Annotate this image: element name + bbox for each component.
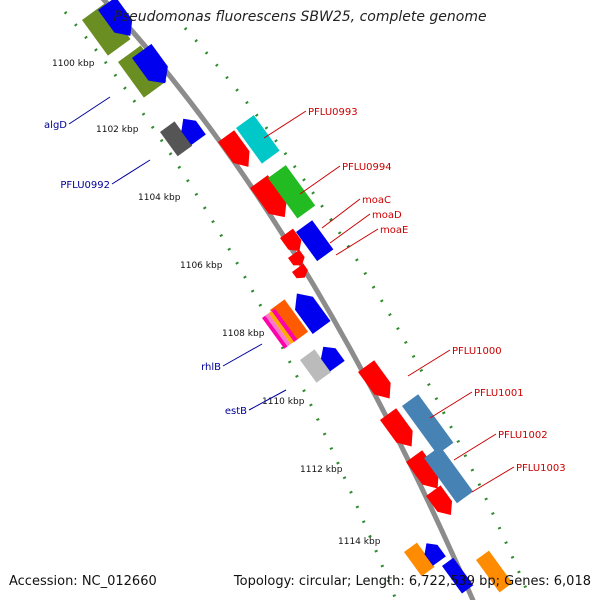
gene-label: moaD bbox=[372, 210, 402, 221]
label-leader-line bbox=[321, 198, 361, 229]
gene-label: PFLU1002 bbox=[498, 430, 548, 441]
gene-label: PFLU0993 bbox=[308, 107, 358, 118]
gene-feature bbox=[270, 299, 309, 343]
gene-label: PFLU0994 bbox=[342, 162, 392, 173]
gene-feature bbox=[132, 43, 168, 84]
tick-label: 1114 kbp bbox=[338, 537, 381, 547]
gene-label: estB bbox=[225, 406, 247, 417]
label-leader-line bbox=[335, 228, 379, 256]
gene-feature bbox=[160, 121, 193, 157]
gene-feature bbox=[218, 130, 250, 167]
label-leader-line bbox=[222, 343, 263, 367]
gene-feature bbox=[426, 485, 453, 515]
gene-feature bbox=[442, 557, 474, 594]
gene-label: moaE bbox=[380, 225, 408, 236]
gene-label: PFLU1003 bbox=[516, 463, 566, 474]
gene-labels: PFLU0993PFLU0994moaCmoaDmoaEPFLU1000PFLU… bbox=[44, 107, 566, 474]
label-leader-line bbox=[263, 110, 307, 139]
tick-labels: 1100 kbp 1102 kbp 1104 kbp 1106 kbp 1108 kbp… bbox=[52, 59, 381, 547]
gene-feature bbox=[300, 349, 332, 383]
gene-feature bbox=[476, 550, 513, 593]
gene-feature bbox=[295, 293, 331, 334]
gene-label: rhlB bbox=[201, 362, 221, 373]
tick-dot-line bbox=[183, 27, 533, 600]
gene-feature bbox=[358, 360, 391, 399]
label-leader-line bbox=[111, 159, 151, 185]
tick-label: 1106 kbp bbox=[180, 261, 223, 271]
map-title: Pseudomonas fluorescens SBW25, complete … bbox=[113, 9, 487, 25]
gene-feature bbox=[380, 408, 413, 447]
label-leader-line bbox=[407, 349, 451, 377]
gene-feature bbox=[296, 220, 334, 262]
gene-feature bbox=[424, 543, 446, 566]
gene-label: moaC bbox=[362, 195, 391, 206]
gene-feature bbox=[424, 446, 474, 504]
label-leader-line bbox=[453, 433, 497, 461]
gene-label: PFLU1001 bbox=[474, 388, 524, 399]
gene-feature bbox=[236, 115, 280, 164]
tick-label: 1102 kbp bbox=[96, 125, 139, 135]
gene-feature bbox=[262, 308, 298, 349]
accession-text: Accession: NC_012660 bbox=[9, 574, 157, 589]
gene-feature bbox=[280, 228, 302, 252]
label-leader-line bbox=[471, 466, 515, 493]
gene-feature bbox=[268, 165, 316, 219]
tick-label: 1100 kbp bbox=[52, 59, 95, 69]
tick-dot-lines bbox=[63, 11, 533, 600]
gene-feature bbox=[292, 263, 308, 279]
gene-label: PFLU0992 bbox=[60, 180, 110, 191]
label-leader-line bbox=[248, 389, 287, 411]
gene-label: algD bbox=[44, 120, 67, 131]
topology-summary: Topology: circular; Length: 6,722,539 bp… bbox=[233, 574, 591, 589]
label-leader-line bbox=[329, 213, 371, 244]
label-leaders bbox=[68, 96, 515, 493]
gene-feature bbox=[402, 394, 454, 455]
label-leader-line bbox=[429, 391, 473, 419]
gene-feature bbox=[82, 3, 131, 56]
tick-label: 1112 kbp bbox=[300, 465, 343, 475]
gene-feature bbox=[406, 450, 439, 489]
tick-label: 1104 kbp bbox=[138, 193, 181, 203]
tick-dot-line bbox=[63, 11, 398, 600]
gene-feature bbox=[288, 249, 305, 266]
gene-features bbox=[82, 0, 513, 594]
label-leader-line bbox=[68, 96, 111, 125]
tick-label: 1110 kbp bbox=[262, 397, 305, 407]
gene-feature bbox=[181, 118, 206, 146]
gene-feature bbox=[250, 175, 287, 218]
tick-label: 1108 kbp bbox=[222, 329, 265, 339]
gene-feature bbox=[320, 346, 345, 372]
gene-feature bbox=[98, 0, 133, 36]
gene-feature bbox=[404, 542, 435, 577]
label-leader-line bbox=[299, 165, 341, 195]
gene-label: PFLU1000 bbox=[452, 346, 502, 357]
